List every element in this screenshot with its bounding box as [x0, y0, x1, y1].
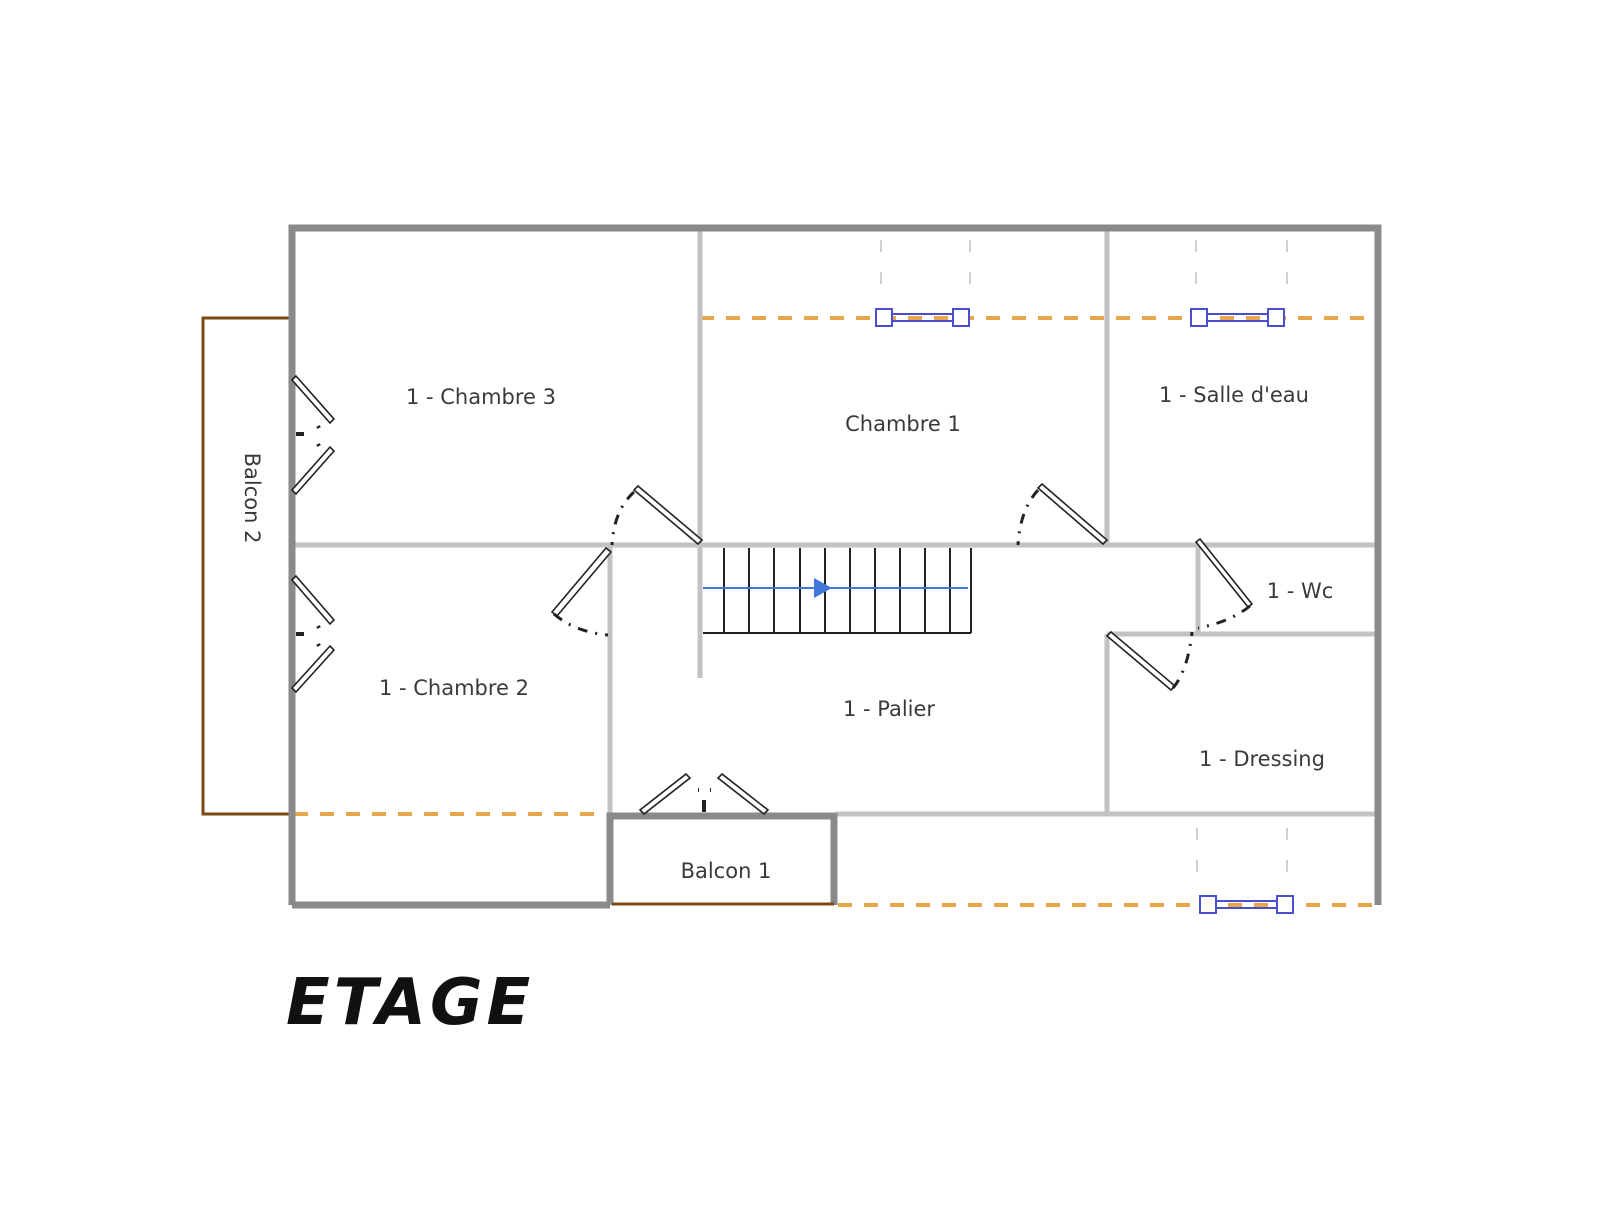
- dressing-door: [1105, 630, 1194, 692]
- window-bottom: [1199, 895, 1294, 914]
- window-chambre-1: [875, 308, 970, 327]
- chambre-3-door: [610, 484, 704, 546]
- doors: [290, 374, 1254, 816]
- room-label-balcon-1: Balcon 1: [681, 859, 772, 883]
- chambre-3-double-door: [290, 374, 336, 496]
- staircase: [703, 548, 972, 634]
- room-label-dressing: 1 - Dressing: [1199, 747, 1325, 771]
- room-label-wc: 1 - Wc: [1267, 579, 1334, 603]
- wc-door: [1194, 537, 1254, 630]
- chambre-2-double-door: [290, 574, 336, 694]
- room-label-chambre-3: 1 - Chambre 3: [406, 385, 556, 409]
- room-label-balcon-2: Balcon 2: [240, 453, 264, 544]
- room-label-palier: 1 - Palier: [843, 697, 935, 721]
- window-salle-d-eau: [1190, 308, 1285, 327]
- chambre-1-door: [1016, 482, 1109, 546]
- room-label-salle-d-eau: 1 - Salle d'eau: [1159, 383, 1309, 407]
- interior-walls: [294, 228, 1376, 817]
- chambre-2-door: [550, 546, 613, 637]
- room-label-chambre-2: 1 - Chambre 2: [379, 676, 529, 700]
- floor-title: ETAGE: [286, 966, 534, 1040]
- balcon-2-railing: [201, 316, 292, 816]
- exterior-walls: [288, 224, 1382, 909]
- windows: [875, 308, 1294, 914]
- balcon-1-double-door: [638, 772, 770, 816]
- room-label-chambre-1: Chambre 1: [845, 412, 961, 436]
- window-guides: [880, 240, 1288, 878]
- stair-arrow-icon: [814, 578, 832, 598]
